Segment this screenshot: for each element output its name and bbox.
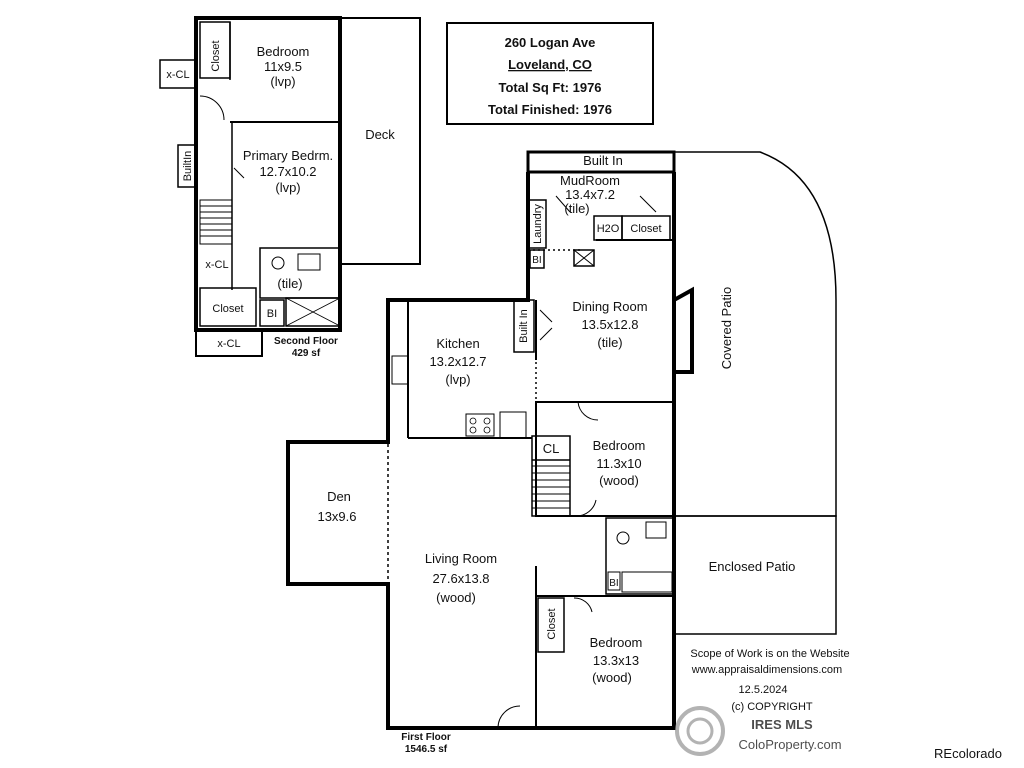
address-text: 260 Logan Ave bbox=[505, 35, 596, 50]
mudroom-dim: 13.4x7.2 bbox=[565, 187, 615, 202]
website-note: www.appraisaldimensions.com bbox=[691, 664, 842, 676]
bedroom1-floor: (wood) bbox=[599, 473, 639, 488]
xcl-mid-label: x-CL bbox=[205, 259, 228, 271]
living-floor: (wood) bbox=[436, 590, 476, 605]
copyright-note: (c) COPYRIGHT bbox=[731, 701, 813, 713]
bi-label: BI bbox=[267, 308, 277, 320]
deck-outline bbox=[339, 17, 421, 265]
bi-outline bbox=[259, 299, 285, 327]
sf-bedroom-name: Bedroom bbox=[257, 44, 310, 59]
closet-bottom-outline bbox=[199, 287, 257, 327]
sf-bedroom-dim: 11x9.5 bbox=[264, 59, 302, 74]
second-floor-caption: Second Floor bbox=[274, 336, 338, 347]
dining-name: Dining Room bbox=[572, 299, 647, 314]
enclosed-patio-outline bbox=[673, 515, 837, 635]
xcl-bottom-outline bbox=[195, 329, 263, 357]
second-floor-area: 429 sf bbox=[292, 348, 321, 359]
living-name: Living Room bbox=[425, 551, 497, 566]
laundry-label: Laundry bbox=[532, 204, 544, 244]
first-floor-outer-wall bbox=[286, 172, 694, 730]
closet-mud-label: Closet bbox=[630, 223, 661, 235]
xcl-bottom-label: x-CL bbox=[217, 338, 240, 350]
builtin-label: BuiltIn bbox=[182, 151, 194, 182]
sf-bath-floor: (tile) bbox=[277, 276, 302, 291]
second-floor-plan bbox=[159, 16, 421, 357]
covered-patio-label: Covered Patio bbox=[719, 287, 734, 369]
mudroom-name: MudRoom bbox=[560, 173, 620, 188]
living-dim: 27.6x13.8 bbox=[432, 571, 489, 586]
ires-logo-icon bbox=[675, 706, 725, 756]
shower-outline bbox=[285, 297, 341, 327]
primary-bedroom-dim: 12.7x10.2 bbox=[259, 164, 316, 179]
covered-patio-outline bbox=[674, 151, 837, 517]
total-finished-text: Total Finished: 1976 bbox=[488, 102, 612, 117]
kitchen-dim: 13.2x12.7 bbox=[429, 354, 486, 369]
second-floor-stairs bbox=[199, 199, 233, 245]
closet-bed2-label: Closet bbox=[546, 608, 558, 639]
closet-top-label: Closet bbox=[210, 40, 222, 71]
bedroom1-dim: 11.3x10 bbox=[596, 456, 641, 471]
den-name: Den bbox=[327, 489, 351, 504]
bi-bath-label: BI bbox=[609, 578, 618, 589]
xcl-left-outline bbox=[159, 59, 197, 89]
city-text: Loveland, CO bbox=[508, 57, 592, 72]
deck-label: Deck bbox=[365, 127, 395, 142]
built-in-top-outline bbox=[526, 150, 676, 174]
dining-floor: (tile) bbox=[597, 335, 622, 350]
title-box bbox=[446, 22, 654, 125]
ires-text: IRES MLS bbox=[751, 717, 813, 732]
total-sqft-text: Total Sq Ft: 1976 bbox=[498, 80, 601, 95]
kitchen-floor: (lvp) bbox=[445, 372, 470, 387]
primary-bedroom-name: Primary Bedrm. bbox=[243, 148, 333, 163]
bedroom1-name: Bedroom bbox=[593, 438, 646, 453]
coloproperty-text: ColoProperty.com bbox=[738, 737, 841, 752]
built-in-side-label: Built In bbox=[518, 309, 530, 343]
h2o-label: H2O bbox=[597, 223, 620, 235]
scope-note: Scope of Work is on the Website bbox=[690, 648, 849, 660]
bedroom2-name: Bedroom bbox=[590, 635, 643, 650]
built-in-top-label: Built In bbox=[583, 153, 623, 168]
sf-bedroom-floor: (lvp) bbox=[270, 74, 295, 89]
date-note: 12.5.2024 bbox=[739, 684, 788, 696]
closet-bottom-label: Closet bbox=[212, 303, 243, 315]
xcl-left-label: x-CL bbox=[166, 69, 189, 81]
bedroom2-floor: (wood) bbox=[592, 670, 632, 685]
recolorado-watermark: REcolorado bbox=[934, 746, 1002, 761]
first-floor-plan bbox=[286, 150, 837, 730]
builtin-outline bbox=[177, 144, 197, 188]
primary-bedroom-floor: (lvp) bbox=[275, 180, 300, 195]
bi-mud-label: BI bbox=[532, 255, 541, 266]
bedroom2-dim: 13.3x13 bbox=[593, 653, 639, 668]
den-dim: 13x9.6 bbox=[317, 509, 356, 524]
first-floor-area: 1546.5 sf bbox=[405, 744, 448, 755]
ires-watermark: IRES MLS ColoProperty.com bbox=[675, 706, 842, 756]
mudroom-floor: (tile) bbox=[564, 201, 589, 216]
first-floor-caption: First Floor bbox=[401, 732, 451, 743]
enclosed-patio-label: Enclosed Patio bbox=[709, 559, 796, 574]
cl-label: CL bbox=[543, 441, 560, 456]
kitchen-name: Kitchen bbox=[436, 336, 479, 351]
dining-dim: 13.5x12.8 bbox=[581, 317, 638, 332]
